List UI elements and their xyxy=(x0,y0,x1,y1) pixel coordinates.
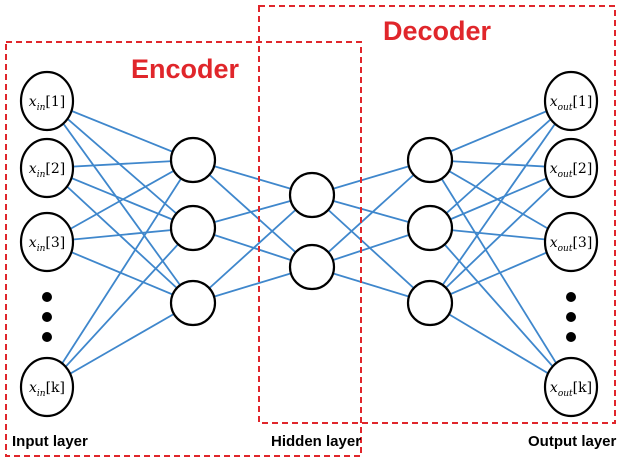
connection-line xyxy=(46,159,194,388)
ellipsis-dot xyxy=(42,332,52,342)
input-node-label: xin[2] xyxy=(29,161,65,180)
input-node-label: xin[1] xyxy=(29,94,65,113)
input-node xyxy=(19,356,75,418)
hidden-layer-label: Hidden layer xyxy=(271,433,361,450)
decoder-box xyxy=(258,5,616,424)
ellipsis-dot xyxy=(566,292,576,302)
output-node xyxy=(543,70,599,132)
connection-line xyxy=(429,227,572,388)
input-node xyxy=(19,137,75,199)
connection-line xyxy=(46,302,194,388)
ellipsis-dot xyxy=(566,332,576,342)
output-node-label: xout[1] xyxy=(550,94,593,113)
connection-line xyxy=(311,159,431,268)
input-node-label: xin[3] xyxy=(29,235,65,254)
output-node-label: xout[2] xyxy=(550,161,593,180)
encoder-node xyxy=(169,204,217,252)
input-node-label: xin[k] xyxy=(29,380,65,399)
connection-line xyxy=(192,159,313,268)
connection-line xyxy=(429,100,572,229)
connection-line xyxy=(311,194,431,304)
output-node-label: xout[3] xyxy=(550,235,593,254)
decoder-node xyxy=(406,204,454,252)
input-node xyxy=(19,70,75,132)
connection-line xyxy=(429,167,572,304)
output-node xyxy=(543,211,599,273)
input-node xyxy=(19,211,75,273)
decoder-node xyxy=(406,279,454,327)
encoder-node xyxy=(169,136,217,184)
output-node xyxy=(543,137,599,199)
bottleneck-node xyxy=(288,171,336,219)
ellipsis-dot xyxy=(566,312,576,322)
nodes: xin[1] xin[2] xin[3] xin[k] xout[1] xout[2] xo… xyxy=(19,70,599,418)
bottleneck-node xyxy=(288,243,336,291)
encoder-title: Encoder xyxy=(131,54,240,84)
output-node-label: xout[k] xyxy=(550,380,592,399)
encoder-box xyxy=(5,41,362,457)
ellipsis-dot xyxy=(42,292,52,302)
input-layer-label: Input layer xyxy=(12,433,88,450)
decoder-title: Decoder xyxy=(383,16,492,46)
connections xyxy=(46,100,572,388)
ellipsis-dots xyxy=(42,292,576,342)
encoder-node xyxy=(169,279,217,327)
decoder-node xyxy=(406,136,454,184)
output-layer-label: Output layer xyxy=(528,433,617,450)
connection-line xyxy=(192,194,313,304)
ellipsis-dot xyxy=(42,312,52,322)
connection-line xyxy=(429,100,572,304)
connection-line xyxy=(46,159,194,243)
output-node xyxy=(543,356,599,418)
connection-line xyxy=(46,227,194,388)
connection-line xyxy=(429,159,572,388)
